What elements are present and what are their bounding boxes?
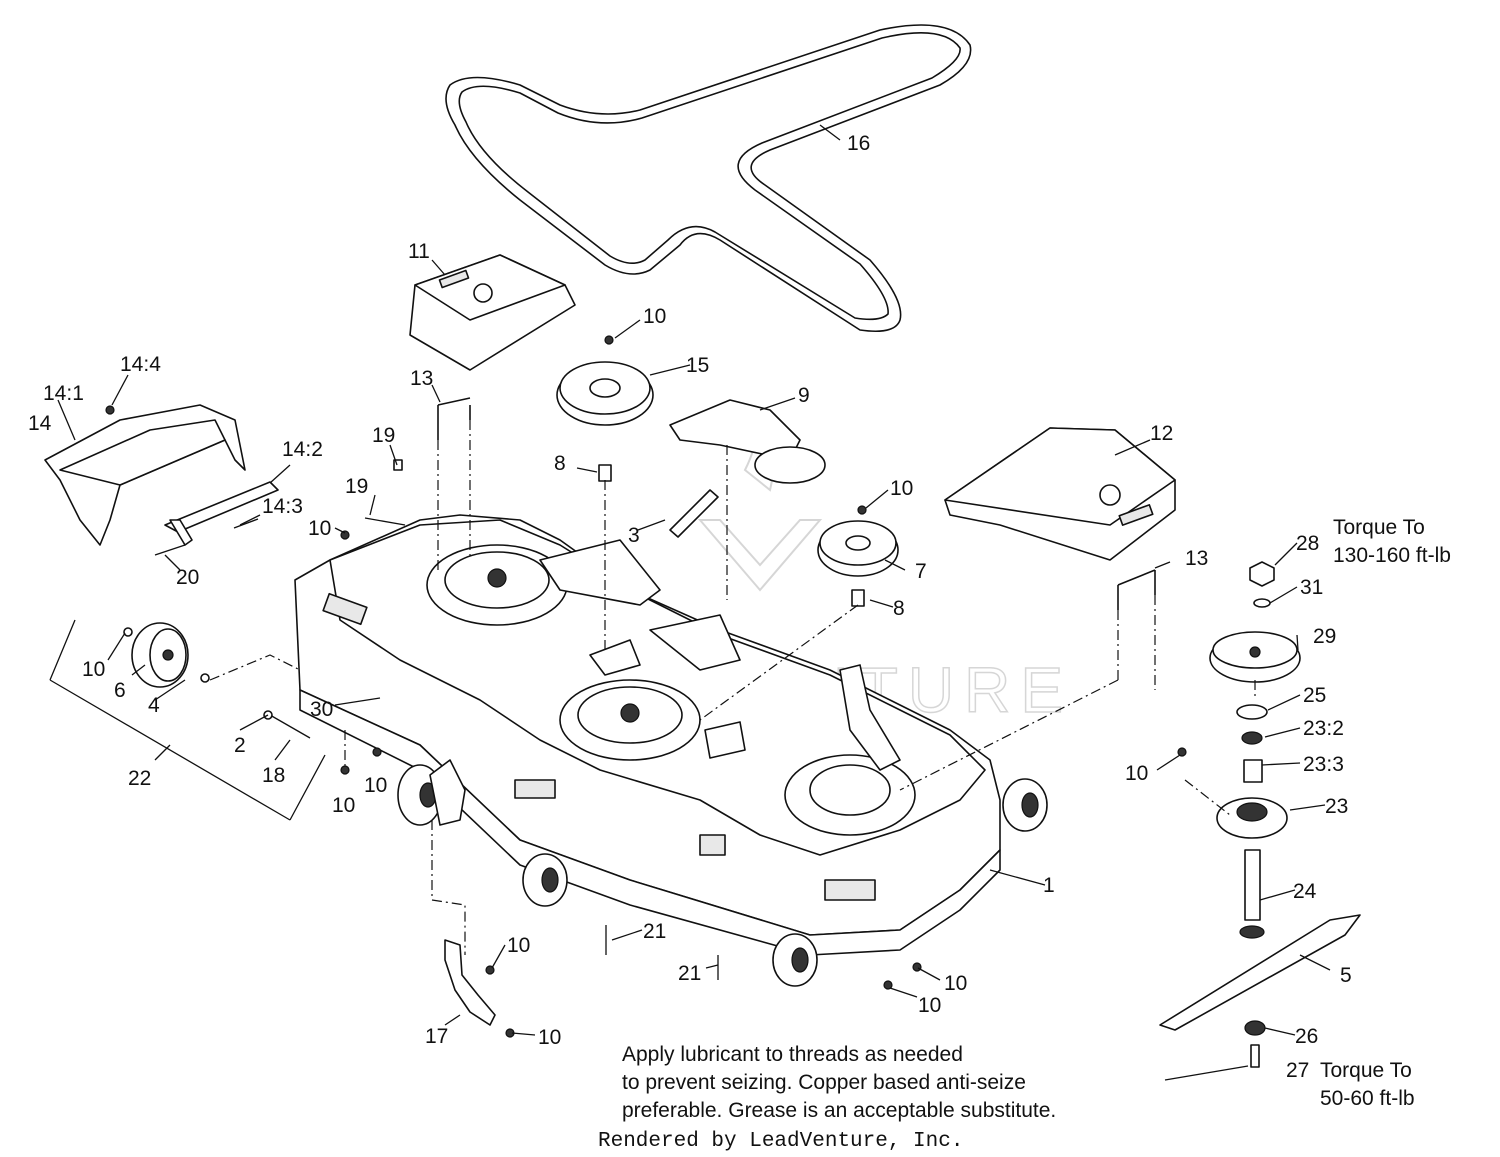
callout-10-i: 10 [538,1026,561,1049]
belt [445,24,972,333]
lubricant-note-line3: preferable. Grease is an acceptable subs… [622,1099,1056,1122]
callout-29: 29 [1313,625,1336,648]
callout-10-g: 10 [1125,762,1148,785]
callout-17: 17 [425,1025,448,1048]
callout-14: 14 [28,412,52,435]
callout-9: 9 [798,384,810,407]
callout-16: 16 [847,132,870,155]
callout-13-right: 13 [1185,547,1208,570]
nuts [340,530,1187,990]
footer-credit: Rendered by LeadVenture, Inc. [598,1130,963,1153]
callout-10-k: 10 [944,972,967,995]
callout-31: 31 [1300,576,1323,599]
fasteners [344,397,1156,980]
callout-13-left: 13 [410,367,433,390]
callout-26: 26 [1295,1025,1318,1048]
callout-24: 24 [1293,880,1317,903]
callout-7: 7 [915,560,927,583]
callout-19-lower: 19 [345,475,368,498]
callout-6: 6 [114,679,126,702]
callout-4: 4 [148,694,160,717]
callout-23: 23 [1325,795,1348,818]
callout-25: 25 [1303,684,1326,707]
callout-labels: 1 2 3 4 5 6 7 8 8 9 11 12 13 13 14 14:1 … [28,132,1352,1082]
callout-21-right: 21 [678,962,701,985]
callout-14-4: 14:4 [120,353,161,376]
callout-8-lower: 8 [893,597,905,620]
callout-10-d: 10 [82,658,105,681]
torque-top-line1: Torque To [1333,516,1425,539]
callout-10-j: 10 [918,994,941,1017]
callout-14-1: 14:1 [43,382,84,405]
leader-lines [57,124,1331,1081]
callout-28: 28 [1296,532,1319,555]
idler-pulleys [556,335,899,607]
callout-21-left: 21 [643,920,666,943]
callout-3: 3 [628,524,640,547]
callout-5: 5 [1340,964,1352,987]
belt-cover-11 [409,254,576,371]
callout-27: 27 [1286,1059,1309,1082]
lubricant-note: Apply lubricant to threads as needed to … [622,1043,1056,1122]
callout-10-h: 10 [507,934,530,957]
callout-22: 22 [128,767,151,790]
belt-cover-left [44,404,279,556]
callout-14-2: 14:2 [282,438,323,461]
torque-notes: Torque To 130-160 ft-lb Torque To 50-60 … [1320,516,1451,1110]
lubricant-note-line1: Apply lubricant to threads as needed [622,1043,963,1066]
callout-19-upper: 19 [372,424,395,447]
callout-11: 11 [408,240,430,263]
gauge-wheel-assembly [49,619,326,821]
callout-15: 15 [686,354,709,377]
callout-1: 1 [1043,874,1055,897]
torque-top-line2: 130-160 ft-lb [1333,544,1451,567]
deck-wheels [397,759,1048,987]
lubricant-note-line2: to prevent seizing. Copper based anti-se… [622,1071,1026,1094]
callout-18: 18 [262,764,285,787]
torque-bottom-line1: Torque To [1320,1059,1412,1082]
torque-bottom-line2: 50-60 ft-lb [1320,1087,1415,1110]
callout-10-c: 10 [308,517,331,540]
callout-23-2: 23:2 [1303,717,1344,740]
callout-14-3: 14:3 [262,495,303,518]
callout-10-e: 10 [332,794,355,817]
spindle-assembly [1159,561,1361,1068]
callout-20: 20 [176,566,199,589]
callout-10-b: 10 [890,477,913,500]
callout-10-a: 10 [643,305,666,328]
callout-23-3: 23:3 [1303,753,1344,776]
belt-cover-12 [944,427,1176,561]
callout-12: 12 [1150,422,1173,445]
callout-8-upper: 8 [554,452,566,475]
mower-deck [294,514,1001,956]
callout-30: 30 [310,698,333,721]
callout-10-f: 10 [364,774,387,797]
callout-2: 2 [234,734,246,757]
blade-mount-17 [444,939,515,1038]
